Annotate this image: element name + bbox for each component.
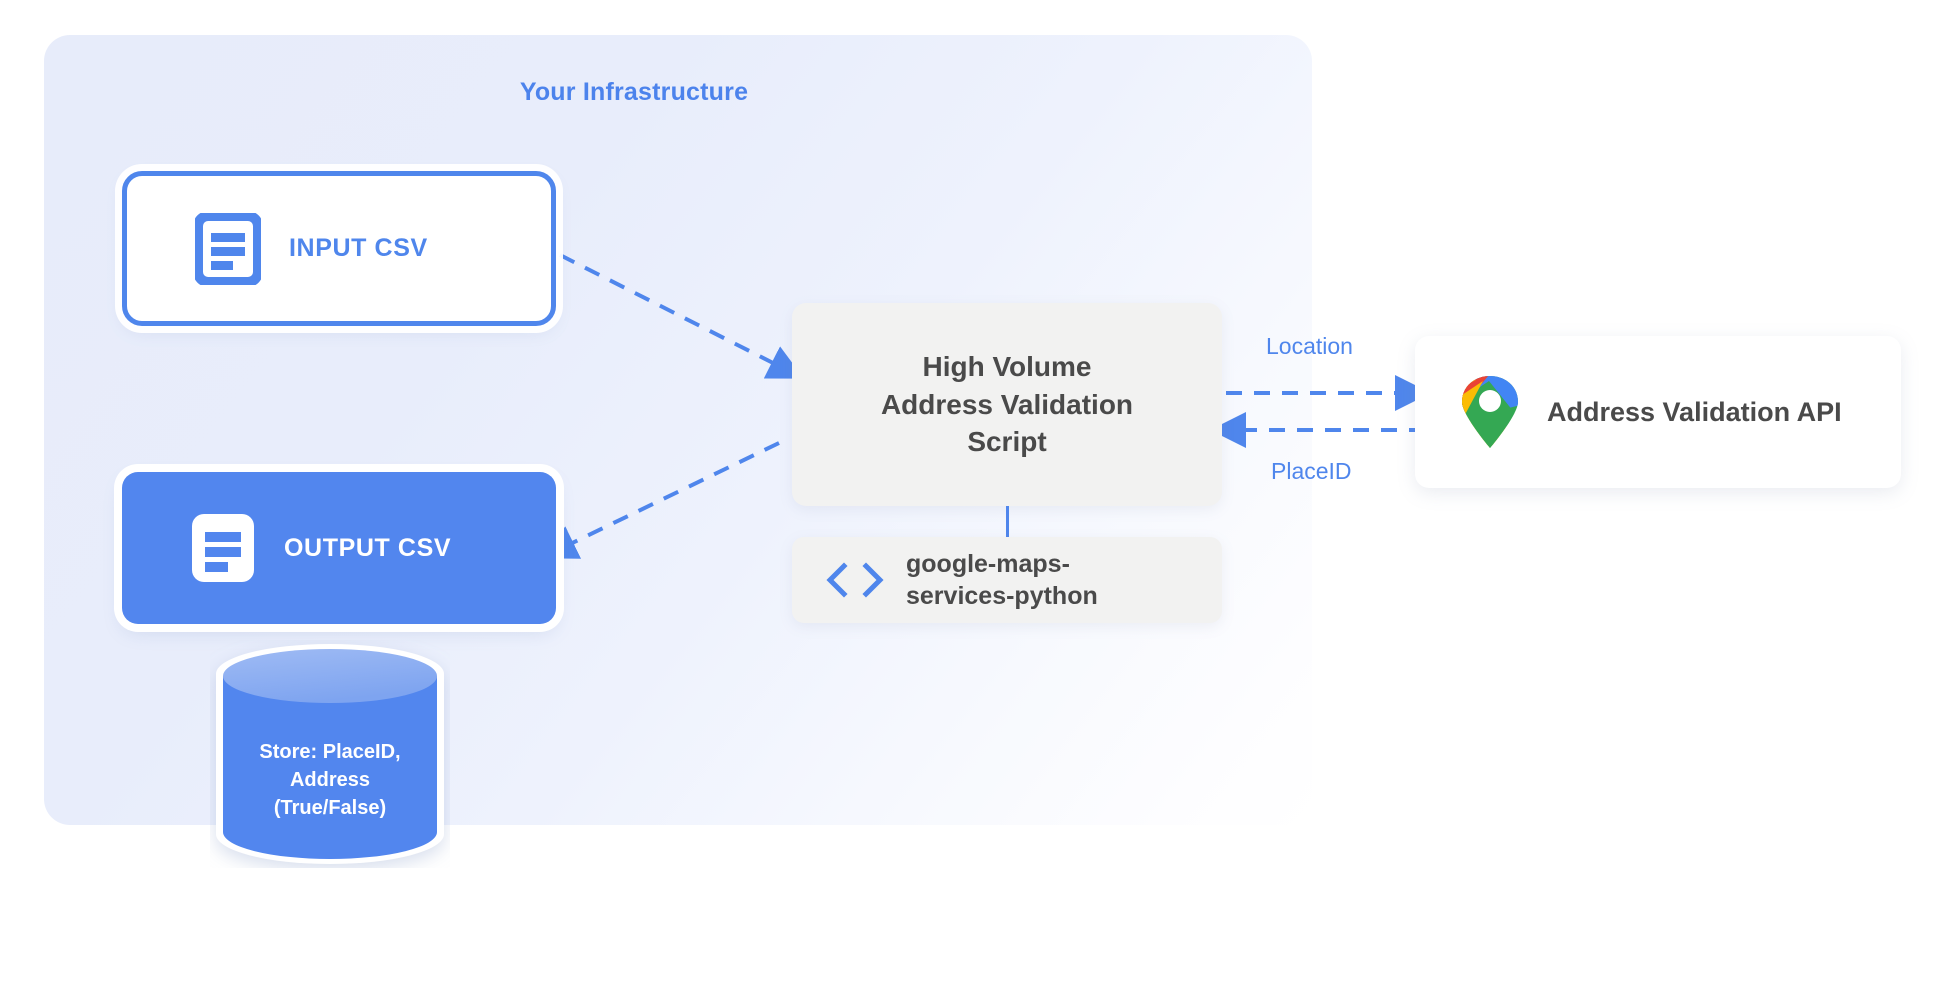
library-text-block: google-maps- services-python	[906, 548, 1098, 612]
document-icon	[195, 212, 261, 285]
node-output-csv[interactable]: OUTPUT CSV	[122, 472, 556, 624]
node-address-validation-api[interactable]: Address Validation API	[1415, 336, 1901, 488]
edge-script-to-library	[1006, 506, 1009, 537]
script-line-3: Script	[967, 426, 1047, 458]
google-maps-pin-icon	[1462, 376, 1518, 448]
infrastructure-title: Your Infrastructure	[519, 78, 749, 106]
library-line-2: services-python	[906, 582, 1098, 610]
output-csv-label: OUTPUT CSV	[284, 533, 452, 562]
edge-label-placeid: PlaceID	[1271, 458, 1352, 484]
datastore-line-1: Store: PlaceID,	[259, 741, 400, 763]
node-validation-script[interactable]: High Volume Address Validation Script	[792, 303, 1222, 506]
api-label: Address Validation API	[1547, 396, 1842, 427]
node-google-maps-services-python[interactable]: google-maps- services-python	[792, 537, 1222, 623]
node-input-csv[interactable]: INPUT CSV	[122, 171, 556, 326]
node-datastore[interactable]: Store: PlaceID, Address (True/False)	[210, 640, 450, 868]
edge-label-location: Location	[1266, 333, 1353, 359]
script-line-1: High Volume	[922, 350, 1092, 382]
script-text-block: High Volume Address Validation Script	[881, 348, 1133, 461]
library-line-1: google-maps-	[906, 550, 1070, 578]
document-icon	[192, 514, 254, 582]
datastore-line-2: Address	[290, 769, 370, 791]
datastore-line-3: (True/False)	[274, 797, 386, 819]
code-brackets-icon	[826, 562, 884, 598]
script-line-2: Address Validation	[880, 388, 1134, 420]
input-csv-label: INPUT CSV	[289, 234, 428, 262]
